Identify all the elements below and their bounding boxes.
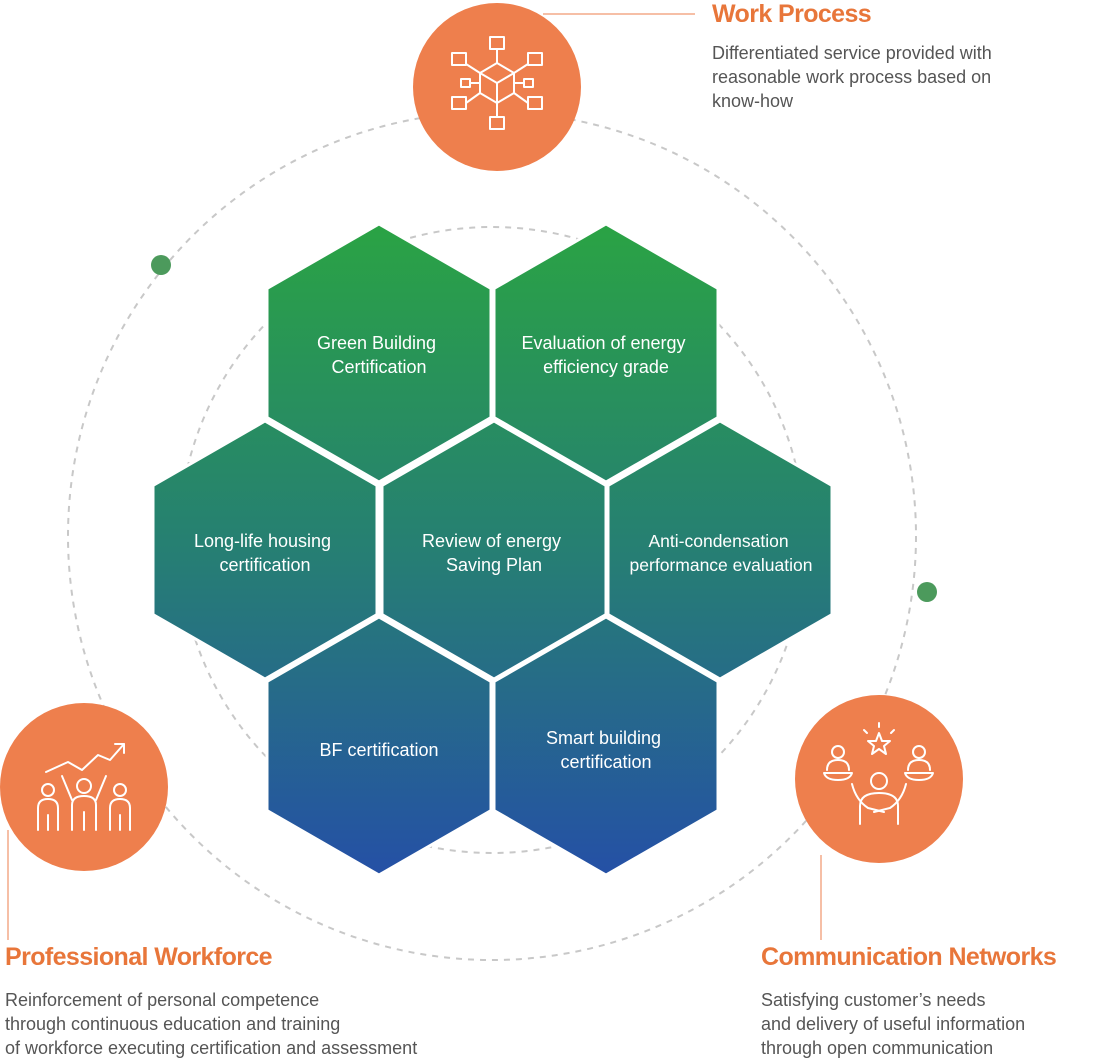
hexagon-label-line: performance evaluation — [630, 555, 813, 575]
hexagon-label-line: Evaluation of energy — [521, 333, 685, 353]
hexagon-label-line: efficiency grade — [543, 357, 669, 377]
hexagon-label-line: Saving Plan — [446, 555, 542, 575]
svg-text:Anti-condensation perf: Anti-condensation performance evaluation — [630, 531, 813, 575]
hexagon-anti-condensation: Anti-condensation performance evaluation — [606, 419, 834, 681]
work-process-description: Differentiated service provided with rea… — [712, 43, 992, 111]
professional-workforce-description: Reinforcement of personal competence thr… — [5, 990, 418, 1058]
svg-text:Long-life housing cert: Long-life housing certification — [194, 531, 336, 575]
hexagon-label-line: BF certification — [319, 740, 438, 760]
network-cube-icon — [451, 36, 543, 130]
professional-workforce-feature: Professional Workforce Reinforcement of … — [5, 943, 417, 1060]
customer-service-icon — [823, 722, 934, 825]
work-process-title: Work Process — [712, 0, 872, 28]
svg-text:BF certification: BF certification — [319, 740, 438, 760]
professional-workforce-title: Professional Workforce — [5, 943, 273, 971]
svg-text:Evaluation of energy e: Evaluation of energy efficiency grade — [521, 333, 690, 377]
ring-dot-left — [151, 255, 171, 275]
hexagon-energy-efficiency-grade: Evaluation of energy efficiency grade — [492, 222, 720, 484]
hexagon-label-line: Smart building — [546, 728, 661, 748]
hexagon-long-life-housing: Long-life housing certification — [151, 419, 379, 681]
hexagon-label-line: Green Building — [317, 333, 436, 353]
svg-text:Review of energy Savin: Review of energy Saving Plan — [422, 531, 566, 575]
hexagon-label-line: Anti-condensation — [649, 531, 789, 551]
communication-networks-feature: Communication Networks Satisfying custom… — [761, 943, 1057, 1060]
hexagon-label-line: certification — [560, 752, 651, 772]
communication-networks-title: Communication Networks — [761, 943, 1057, 971]
hexagon-smart-building: Smart building certification — [492, 615, 720, 877]
work-process-badge — [413, 3, 581, 171]
professional-workforce-badge — [0, 703, 168, 871]
hexagon-label-line: Review of energy — [422, 531, 561, 551]
team-growth-icon — [37, 743, 131, 831]
communication-networks-description: Satisfying customer’s needs and delivery… — [761, 990, 1026, 1058]
communication-networks-badge — [795, 695, 963, 863]
hexagon-label-line: Certification — [331, 357, 426, 377]
svg-text:Green Building Certifi: Green Building Certification — [317, 333, 441, 377]
hexagon-green-building: Green Building Certification — [265, 222, 493, 484]
ring-dot-right — [917, 582, 937, 602]
hexagon-cluster: Green Building Certification Evaluation … — [151, 222, 834, 877]
hexagon-label-line: certification — [219, 555, 310, 575]
hexagon-label-line: Long-life housing — [194, 531, 331, 551]
hexagon-energy-saving-plan: Review of energy Saving Plan — [380, 419, 608, 681]
hexagon-bf-certification: BF certification — [265, 615, 493, 877]
work-process-feature: Work Process Differentiated service prov… — [712, 0, 992, 113]
svg-text:Smart building certifi: Smart building certification — [546, 728, 666, 772]
